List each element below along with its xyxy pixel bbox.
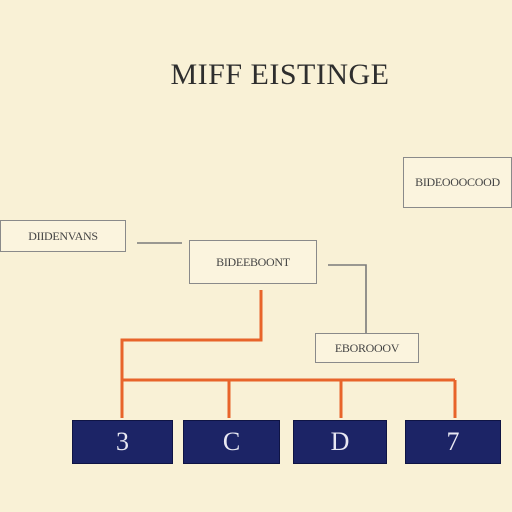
connector-center-to-middle-right bbox=[328, 264, 367, 333]
leaf-box-3: D bbox=[293, 420, 387, 464]
node-middle-right: EBOROOOV bbox=[315, 333, 419, 363]
leaf-box-2: C bbox=[183, 420, 280, 464]
leaf-box-4: 7 bbox=[405, 420, 501, 464]
node-top-right: BIDEOOOCOOD bbox=[403, 157, 512, 208]
node-left: DIIDENVANS bbox=[0, 220, 126, 252]
node-center: BIDEEBOONT bbox=[189, 240, 317, 284]
leaf-box-1: 3 bbox=[72, 420, 173, 464]
connector-center-trunk bbox=[120, 290, 263, 418]
diagram-title: MIFF EISTINGE bbox=[170, 58, 390, 91]
